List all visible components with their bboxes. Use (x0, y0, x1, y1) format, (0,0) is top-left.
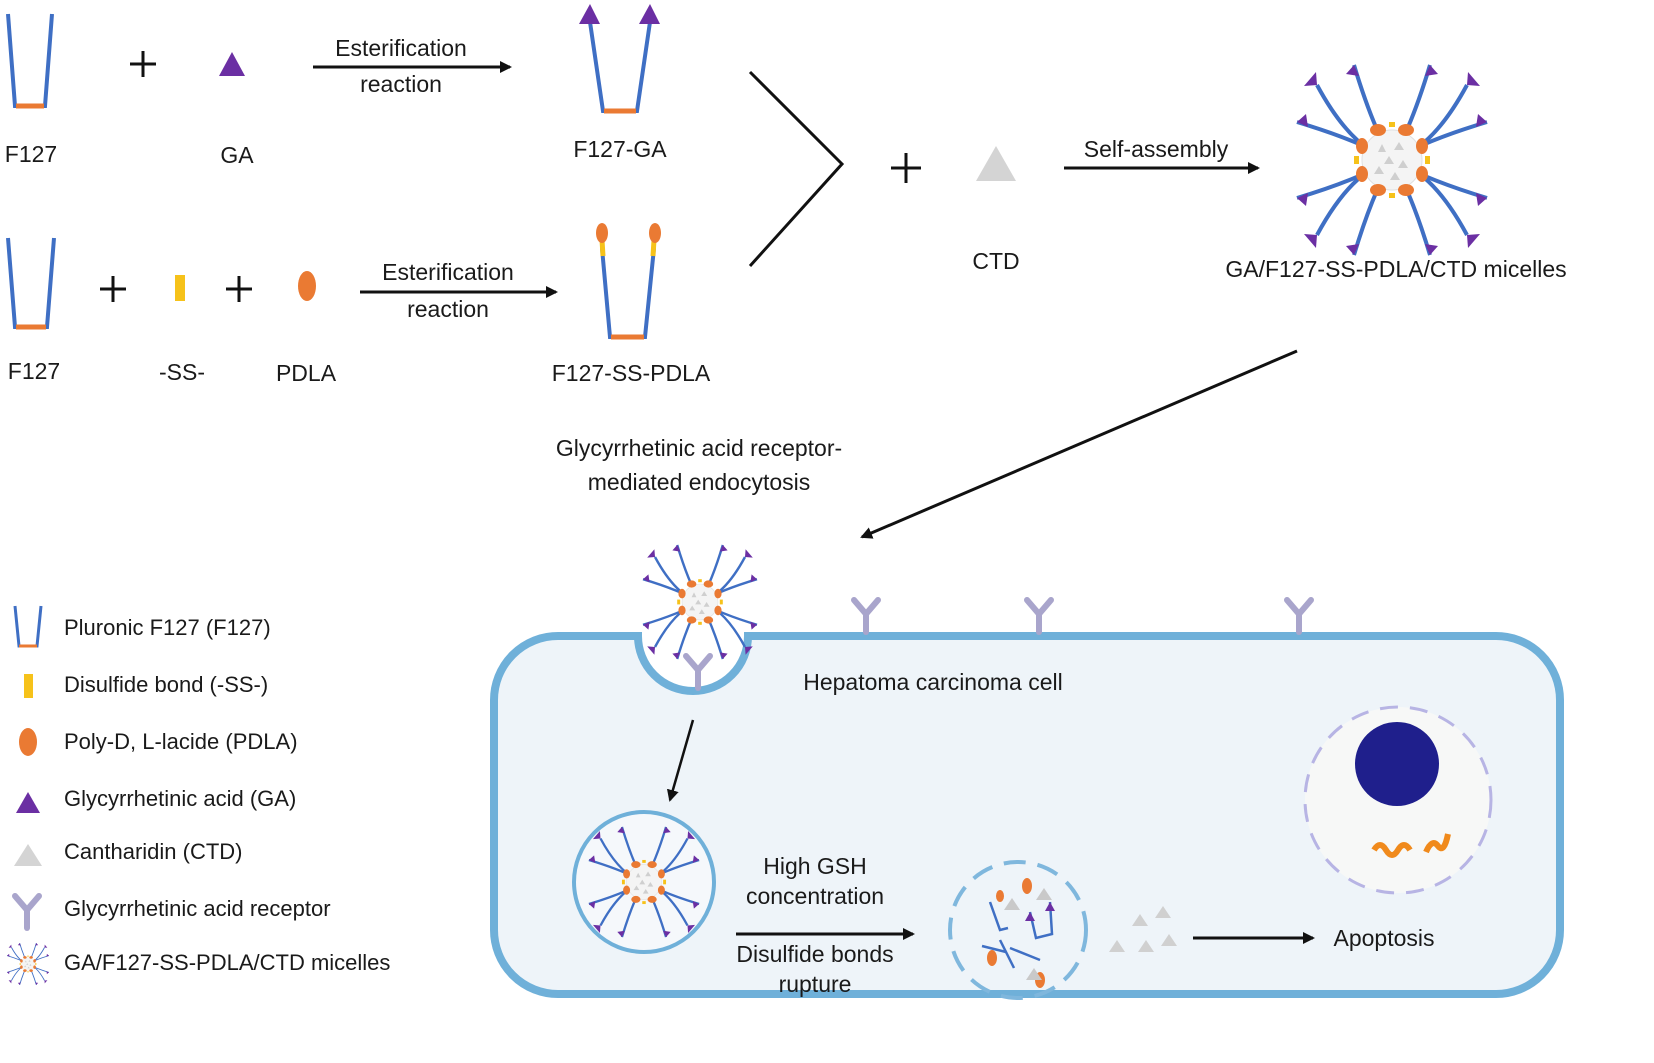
endocytosis-arrow (860, 349, 1298, 539)
f127-ga-molecule (579, 4, 660, 114)
endocytosis-line1: Glycyrrhetinic acid receptor- (556, 435, 842, 461)
dna-fragment-1 (1371, 842, 1413, 858)
micelle-icon (6, 942, 50, 986)
receptor-in-pit (686, 656, 710, 688)
ga-triangle-icon (16, 792, 40, 813)
receptor-surface-2 (1027, 600, 1051, 632)
internalization-arrow (666, 719, 695, 802)
ctd-triangle-icon (14, 844, 42, 866)
ss-bond-shape (175, 275, 185, 301)
pdla-icon (19, 728, 37, 756)
micelle-binding (641, 543, 759, 661)
combine-bracket (748, 70, 845, 268)
f127-molecule-b (6, 237, 56, 330)
legend-label-pdla: Poly-D, L-lacide (PDLA) (64, 729, 298, 754)
receptor-surface-1 (854, 600, 878, 632)
f127-molecule-a (6, 13, 54, 109)
rupture-line1: Disulfide bonds (736, 941, 893, 967)
released-ctd (1109, 906, 1177, 952)
ss-label: -SS- (159, 359, 205, 385)
receptor-surface-3 (1287, 600, 1311, 632)
nucleus (1355, 722, 1439, 806)
plus-sign-3 (226, 276, 252, 302)
ga-triangle (219, 52, 245, 76)
esterification-1-line2: reaction (360, 71, 442, 97)
pdla-ellipse (298, 271, 316, 301)
ruptured-vesicle (948, 860, 1088, 1000)
ctd-label: CTD (972, 248, 1019, 274)
legend: Pluronic F127 (F127) Disulfide bond (-SS… (6, 605, 390, 986)
rupture-line2: rupture (779, 971, 852, 997)
hepatoma-cell-membrane (490, 632, 1564, 998)
f127-ss-pdla-molecule (596, 223, 661, 340)
gsh-line1: High GSH (763, 853, 867, 879)
plus-sign-4 (891, 153, 921, 183)
esterification-2-line1: Esterification (382, 259, 514, 285)
micelle-large (1295, 63, 1489, 257)
cell-label: Hepatoma carcinoma cell (803, 669, 1063, 695)
legend-label-ga: Glycyrrhetinic acid (GA) (64, 786, 296, 811)
ctd-triangle (976, 146, 1016, 181)
micelles-label: GA/F127-SS-PDLA/CTD micelles (1225, 256, 1566, 282)
f127-ss-pdla-label: F127-SS-PDLA (552, 360, 711, 386)
ga-label: GA (220, 142, 254, 168)
pdla-label: PDLA (276, 360, 337, 386)
gsh-line2: concentration (746, 883, 884, 909)
self-assembly-label: Self-assembly (1084, 136, 1229, 162)
esterification-1-line1: Esterification (335, 35, 467, 61)
esterification-2-line2: reaction (407, 296, 489, 322)
plus-sign-1 (130, 51, 156, 77)
legend-label-micelles: GA/F127-SS-PDLA/CTD micelles (64, 950, 390, 975)
legend-label-ctd: Cantharidin (CTD) (64, 839, 243, 864)
legend-label-receptor: Glycyrrhetinic acid receptor (64, 896, 331, 921)
f127-label-b: F127 (8, 358, 60, 384)
f127-label-a: F127 (5, 141, 57, 167)
plus-sign-2 (100, 276, 126, 302)
apoptosis-label: Apoptosis (1333, 925, 1434, 951)
apoptotic-cell (1303, 705, 1493, 895)
f127-ga-label: F127-GA (573, 136, 667, 162)
endocytosis-line2: mediated endocytosis (588, 469, 810, 495)
legend-label-f127: Pluronic F127 (F127) (64, 615, 271, 640)
legend-label-ss: Disulfide bond (-SS-) (64, 672, 268, 697)
f127-icon (13, 605, 43, 648)
dna-fragment-2 (1423, 833, 1451, 854)
disulfide-icon (24, 674, 33, 698)
receptor-icon (15, 896, 39, 928)
